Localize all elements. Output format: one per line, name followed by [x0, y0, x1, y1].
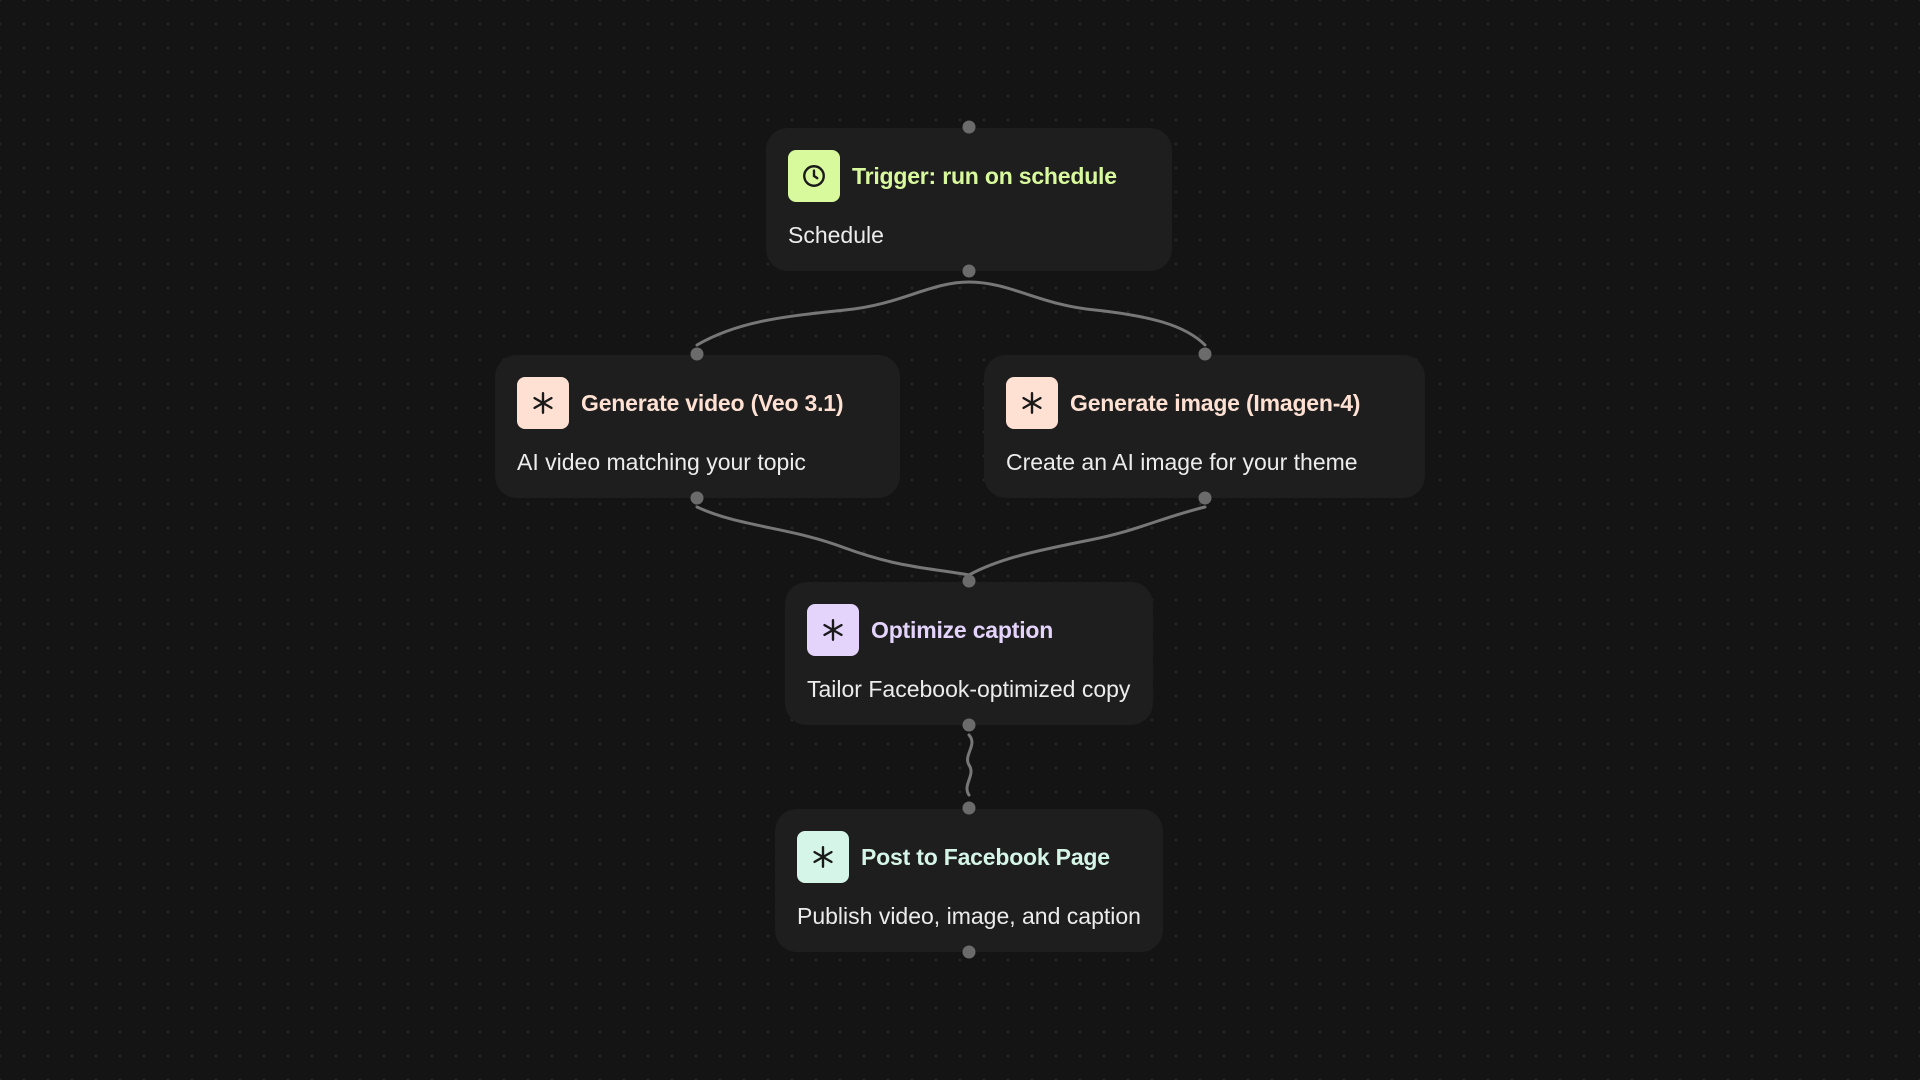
- node-title: Optimize caption: [871, 616, 1054, 643]
- image-input-port[interactable]: [1198, 347, 1212, 361]
- node-title: Trigger: run on schedule: [852, 162, 1117, 189]
- node-description: Tailor Facebook-optimized copy: [807, 676, 1131, 702]
- video-output-port[interactable]: [690, 491, 704, 505]
- trigger-input-port[interactable]: [962, 120, 976, 134]
- asterisk-icon: [517, 377, 569, 429]
- node-title: Generate video (Veo 3.1): [581, 389, 844, 416]
- node-optimize-caption[interactable]: Optimize caption Tailor Facebook-optimiz…: [785, 582, 1153, 725]
- edge-trigger-image[interactable]: [967, 280, 1207, 347]
- video-input-port[interactable]: [690, 347, 704, 361]
- node-generate-video[interactable]: Generate video (Veo 3.1) AI video matchi…: [495, 355, 900, 498]
- edge-caption-post[interactable]: [965, 733, 974, 797]
- node-generate-image[interactable]: Generate image (Imagen-4) Create an AI i…: [984, 355, 1425, 498]
- node-title: Post to Facebook Page: [861, 843, 1110, 870]
- edge-video-caption[interactable]: [695, 505, 971, 577]
- node-description: AI video matching your topic: [517, 449, 806, 475]
- caption-input-port[interactable]: [962, 574, 976, 588]
- clock-icon: [788, 150, 840, 202]
- post-output-port[interactable]: [962, 945, 976, 959]
- asterisk-icon: [807, 604, 859, 656]
- node-description: Create an AI image for your theme: [1006, 449, 1358, 475]
- asterisk-icon: [1006, 377, 1058, 429]
- node-title: Generate image (Imagen-4): [1070, 389, 1361, 416]
- node-description: Publish video, image, and caption: [797, 903, 1141, 929]
- edge-image-caption[interactable]: [967, 505, 1207, 577]
- edge-trigger-video[interactable]: [695, 280, 971, 347]
- post-input-port[interactable]: [962, 801, 976, 815]
- node-post-facebook[interactable]: Post to Facebook Page Publish video, ima…: [775, 809, 1163, 952]
- asterisk-icon: [797, 831, 849, 883]
- node-description: Schedule: [788, 222, 884, 248]
- trigger-output-port[interactable]: [962, 264, 976, 278]
- node-trigger[interactable]: Trigger: run on schedule Schedule: [766, 128, 1172, 271]
- caption-output-port[interactable]: [962, 718, 976, 732]
- image-output-port[interactable]: [1198, 491, 1212, 505]
